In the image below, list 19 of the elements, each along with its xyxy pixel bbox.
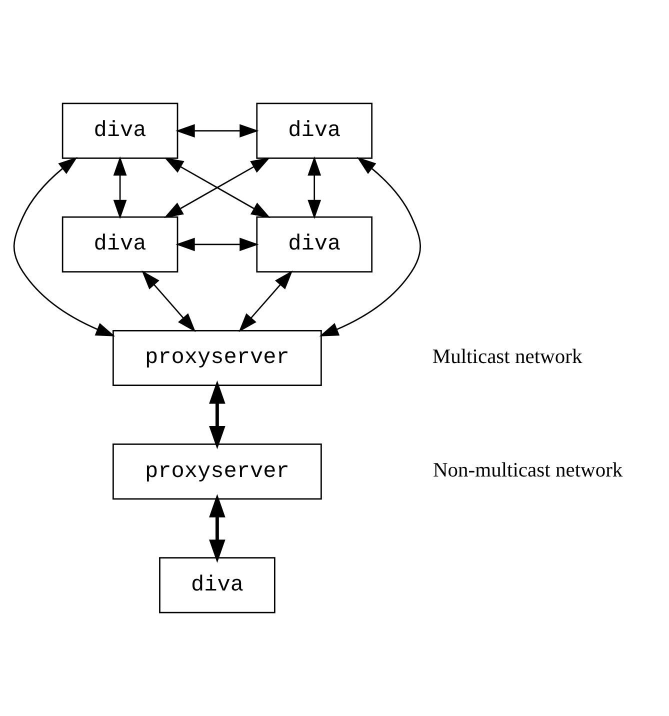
arrow: [142, 270, 196, 332]
node-box: proxyserver: [112, 444, 322, 500]
node-box: diva: [62, 216, 178, 272]
arrow: [238, 270, 293, 332]
arrow: [209, 494, 226, 563]
arrow: [176, 238, 259, 252]
label: Non-multicast network: [432, 459, 623, 482]
arrow: [176, 124, 259, 138]
node-box: proxyserver: [112, 330, 322, 386]
arrow: [308, 156, 322, 220]
label: Multicast network: [432, 346, 582, 368]
node-box: diva: [256, 216, 373, 272]
node-box: diva: [256, 102, 373, 159]
arrow: [319, 156, 421, 336]
node-box: diva: [159, 557, 276, 614]
node-box: diva: [62, 102, 178, 159]
arrow: [209, 380, 226, 450]
arrow: [113, 156, 127, 220]
arrow: [13, 156, 116, 336]
